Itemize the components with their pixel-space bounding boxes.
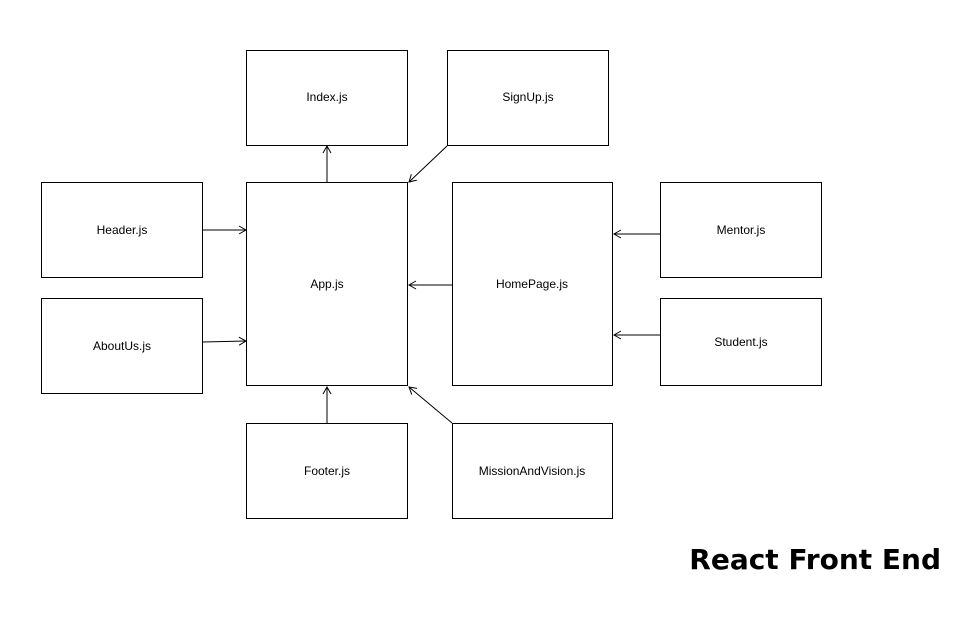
node-homepage-label: HomePage.js bbox=[496, 277, 568, 291]
node-mentor[interactable]: Mentor.js bbox=[660, 182, 822, 278]
node-aboutus-label: AboutUs.js bbox=[93, 339, 151, 353]
node-footer-label: Footer.js bbox=[304, 464, 350, 478]
node-header-label: Header.js bbox=[97, 223, 148, 237]
node-mission[interactable]: MissionAndVision.js bbox=[452, 423, 613, 519]
node-mentor-label: Mentor.js bbox=[717, 223, 766, 237]
node-index-label: Index.js bbox=[306, 90, 347, 104]
node-student[interactable]: Student.js bbox=[660, 298, 822, 386]
node-app[interactable]: App.js bbox=[246, 182, 408, 386]
node-header[interactable]: Header.js bbox=[41, 182, 203, 278]
edge-signup-to-app bbox=[408, 145, 448, 183]
node-footer[interactable]: Footer.js bbox=[246, 423, 408, 519]
node-student-label: Student.js bbox=[714, 335, 767, 349]
diagram-title: React Front End bbox=[689, 543, 941, 576]
edges bbox=[202, 144, 660, 424]
edge-aboutus-to-app bbox=[202, 336, 248, 346]
node-homepage[interactable]: HomePage.js bbox=[452, 182, 613, 386]
node-signup[interactable]: SignUp.js bbox=[447, 50, 609, 146]
node-signup-label: SignUp.js bbox=[502, 90, 553, 104]
node-aboutus[interactable]: AboutUs.js bbox=[41, 298, 203, 394]
node-mission-label: MissionAndVision.js bbox=[479, 464, 586, 478]
edge-mission-to-app bbox=[408, 386, 453, 424]
node-app-label: App.js bbox=[310, 277, 343, 291]
node-index[interactable]: Index.js bbox=[246, 50, 408, 146]
